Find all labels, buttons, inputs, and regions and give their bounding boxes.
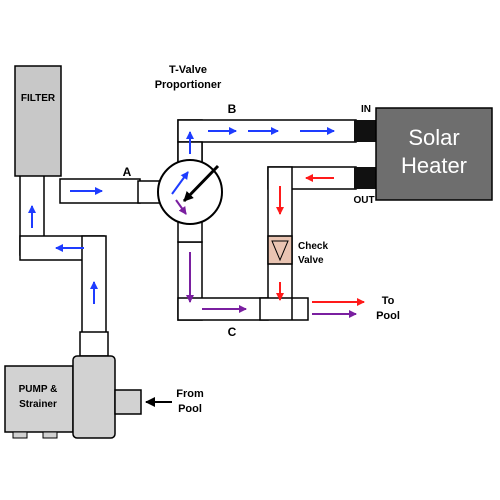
flow-arrow-purple-1 (175, 199, 187, 215)
solar-heater-label-1: Solar (408, 125, 459, 150)
pump-motor (4, 365, 74, 433)
valve-port-a (137, 180, 161, 204)
solar-heater-label-2: Heater (401, 153, 467, 178)
pump-foot-right (42, 431, 58, 439)
check-valve-label-2: Valve (298, 255, 324, 266)
port-c-label: C (228, 325, 237, 339)
tvalve-label-2: Proportioner (155, 79, 222, 91)
flow-arrow-blue-9 (171, 171, 189, 195)
check-valve-label-1: Check (298, 241, 328, 252)
from-pool-label-1: From (176, 388, 204, 400)
from-pool-label-2: Pool (178, 403, 202, 415)
pump-label-2: Strainer (19, 399, 57, 410)
filter-tank (14, 65, 62, 177)
pump-inlet (114, 389, 142, 415)
to-pool-label-1: To (382, 295, 395, 307)
heater-out-label: OUT (353, 195, 374, 206)
port-b-label: B (228, 102, 237, 116)
solar-heater (375, 107, 493, 201)
valve-handle-pointer (182, 164, 220, 203)
to-pool-label-2: Pool (376, 310, 400, 322)
pump-label-1: PUMP & (19, 384, 58, 395)
port-a-label: A (123, 165, 132, 179)
pipe-pump-riser-collar (79, 331, 109, 357)
t-valve-body (157, 159, 223, 225)
heater-in-label: IN (361, 104, 371, 115)
heater-in-connector (354, 120, 378, 142)
heater-out-connector (354, 167, 378, 189)
pipe-tee-to-pool (259, 297, 309, 321)
check-valve-symbol (271, 240, 289, 262)
pump-foot-left (12, 431, 28, 439)
pump-strainer (72, 355, 116, 439)
filter-label: FILTER (21, 93, 56, 104)
tvalve-label-1: T-Valve (169, 64, 207, 76)
